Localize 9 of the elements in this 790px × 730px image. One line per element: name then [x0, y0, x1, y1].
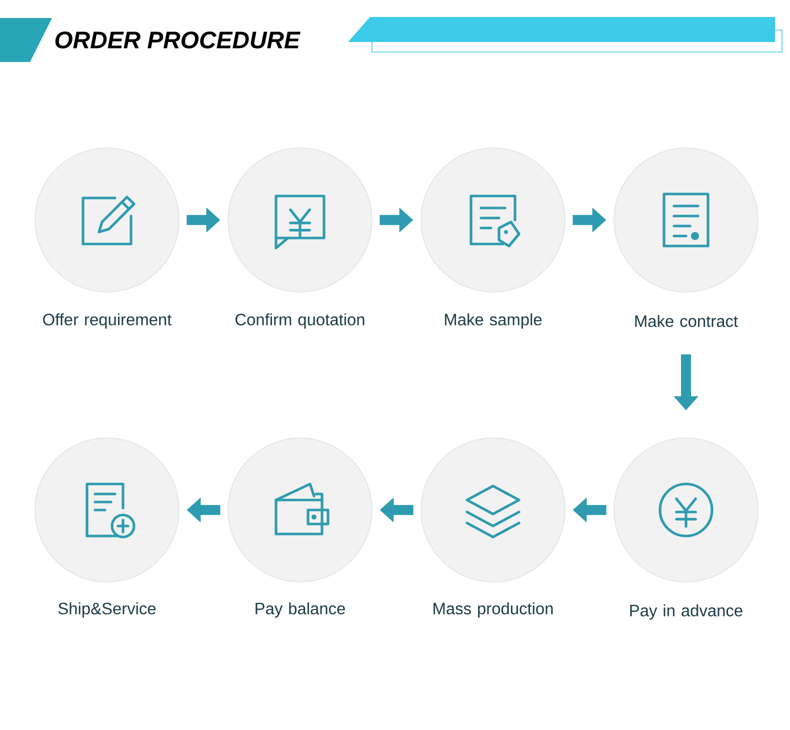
title: ORDER PROCEDURE — [55, 32, 301, 48]
step-label: Pay balance — [256, 602, 345, 618]
step-label: Pay in advance — [630, 604, 742, 620]
step-label: Make sample — [445, 313, 542, 329]
step-label: Confirm quotation — [236, 313, 364, 329]
step-label: Make contract — [635, 314, 738, 328]
step-label: Ship&Service — [58, 602, 156, 618]
step-label: Offer requirement — [43, 313, 172, 329]
step-label: Mass production — [434, 602, 553, 618]
